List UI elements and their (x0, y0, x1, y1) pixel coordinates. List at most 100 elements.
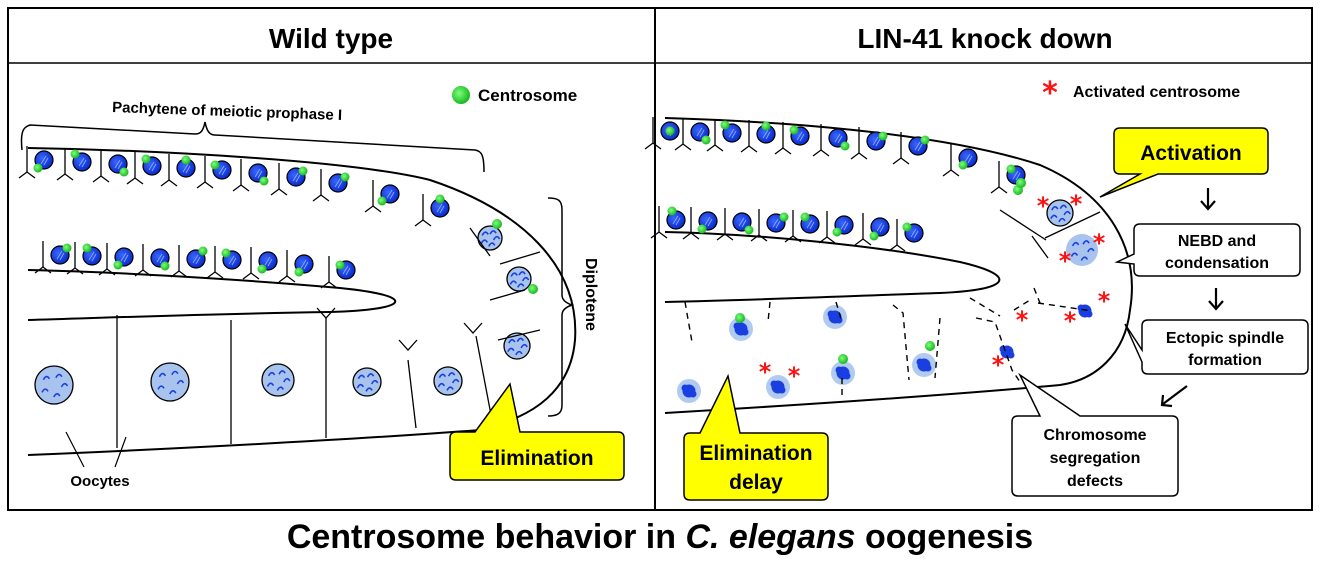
cell-wall (126, 177, 144, 185)
dashed-cell-wall (1037, 302, 1093, 312)
cell-wall (750, 234, 768, 242)
centrosome (832, 227, 842, 237)
cell-wall (682, 232, 700, 240)
cell-wall (990, 186, 1008, 194)
centrosome (259, 176, 269, 186)
chromatin (182, 163, 191, 174)
chromatin (704, 216, 713, 227)
cell-wall (414, 219, 432, 227)
chromosome (488, 242, 496, 247)
chromosome (1050, 214, 1058, 220)
chromatin (114, 159, 123, 170)
condensed-chromosomes (924, 364, 932, 372)
centrosome (869, 231, 879, 241)
chromosome (451, 378, 460, 384)
condensed-chromosomes (689, 390, 697, 398)
caption-species: C. elegans (685, 518, 856, 556)
chromosome (266, 382, 275, 387)
nucleus (34, 365, 74, 405)
chromosome (169, 390, 177, 395)
dashed-cell-wall (975, 317, 1021, 383)
centrosome (920, 135, 930, 145)
panel-title-lin41: LIN-41 knock down (857, 23, 1112, 54)
centrosome (221, 248, 231, 258)
chromosome (515, 350, 523, 356)
nebd-label-line2: condensation (1165, 255, 1269, 272)
nebd-callout (1114, 223, 1301, 277)
cell-wall (398, 339, 418, 351)
cell-wall (818, 236, 836, 244)
condensed-chromosomes (681, 384, 689, 392)
chromatin (728, 128, 737, 139)
spindle-label-line1: Ectopic spindle (1166, 330, 1284, 347)
dashed-cell-wall (969, 297, 1001, 317)
centrosome (779, 212, 789, 222)
chromatin (386, 189, 395, 200)
activated-centrosome-icon: * (1016, 306, 1029, 334)
cell-wall (364, 205, 382, 213)
chromosome (366, 373, 375, 378)
pachytene-brace (20, 121, 485, 173)
cell-wall (489, 289, 526, 301)
centrosome (335, 260, 345, 270)
chromatin (910, 228, 919, 239)
cell-wall (270, 188, 288, 196)
cell-wall (196, 181, 214, 189)
cell-wall (475, 335, 493, 421)
condensed-chromosomes (916, 358, 924, 366)
chromosome (1063, 210, 1071, 216)
cell-wall (66, 267, 84, 275)
centrosome (1016, 178, 1026, 188)
chromatin (228, 255, 237, 266)
chromo-label-line2: segregation (1050, 450, 1141, 467)
cell-wall (784, 235, 802, 243)
cell-wall (134, 269, 152, 277)
centrosome (789, 125, 799, 135)
cell-wall (206, 271, 224, 279)
centrosome (198, 246, 208, 256)
cell-wall (497, 329, 541, 341)
condensed-chromosomes (733, 322, 741, 330)
chromosome (510, 272, 518, 277)
chromosome (480, 239, 489, 244)
chromatin (56, 250, 65, 261)
centrosome (528, 284, 538, 294)
gonad-outer-wall (27, 147, 577, 456)
activated-centrosome-icon: * (788, 362, 801, 390)
cell-wall (1031, 235, 1049, 259)
centrosome (33, 163, 43, 173)
centrosome (1006, 164, 1016, 174)
centrosome (720, 120, 730, 130)
activation-callout (1099, 127, 1269, 198)
chromosome (1058, 217, 1066, 223)
centrosome (141, 154, 151, 164)
gonad-outer-wall (664, 117, 1133, 414)
condensed-chromosomes (835, 316, 843, 324)
arrow-down-icon (1200, 188, 1216, 211)
chromatin (834, 133, 843, 144)
chromatin (78, 157, 87, 168)
chromosome (171, 370, 179, 376)
elimination-label: Elimination (480, 447, 593, 470)
chromatin (342, 265, 351, 276)
chromosome (517, 283, 525, 288)
centrosome (492, 219, 502, 229)
dashed-cell-wall (767, 301, 771, 323)
chromatin (806, 219, 815, 230)
activated-centrosome-icon: * (1064, 307, 1077, 335)
chromatin (840, 220, 849, 231)
centrosome (435, 194, 445, 204)
condensed-chromosomes (843, 372, 851, 380)
centrosome (800, 212, 810, 222)
chromatin (672, 215, 681, 226)
activation-label: Activation (1140, 142, 1242, 165)
cell-wall (850, 152, 868, 160)
dashed-cell-wall (934, 317, 941, 379)
chromatin (264, 256, 273, 267)
centrosome (761, 121, 771, 131)
pachytene-label: Pachytene of meiotic prophase I (112, 99, 343, 124)
chromatin (914, 141, 923, 152)
condensed-chromosomes (778, 386, 786, 394)
cell-wall (34, 266, 52, 274)
chromatin (88, 251, 97, 262)
